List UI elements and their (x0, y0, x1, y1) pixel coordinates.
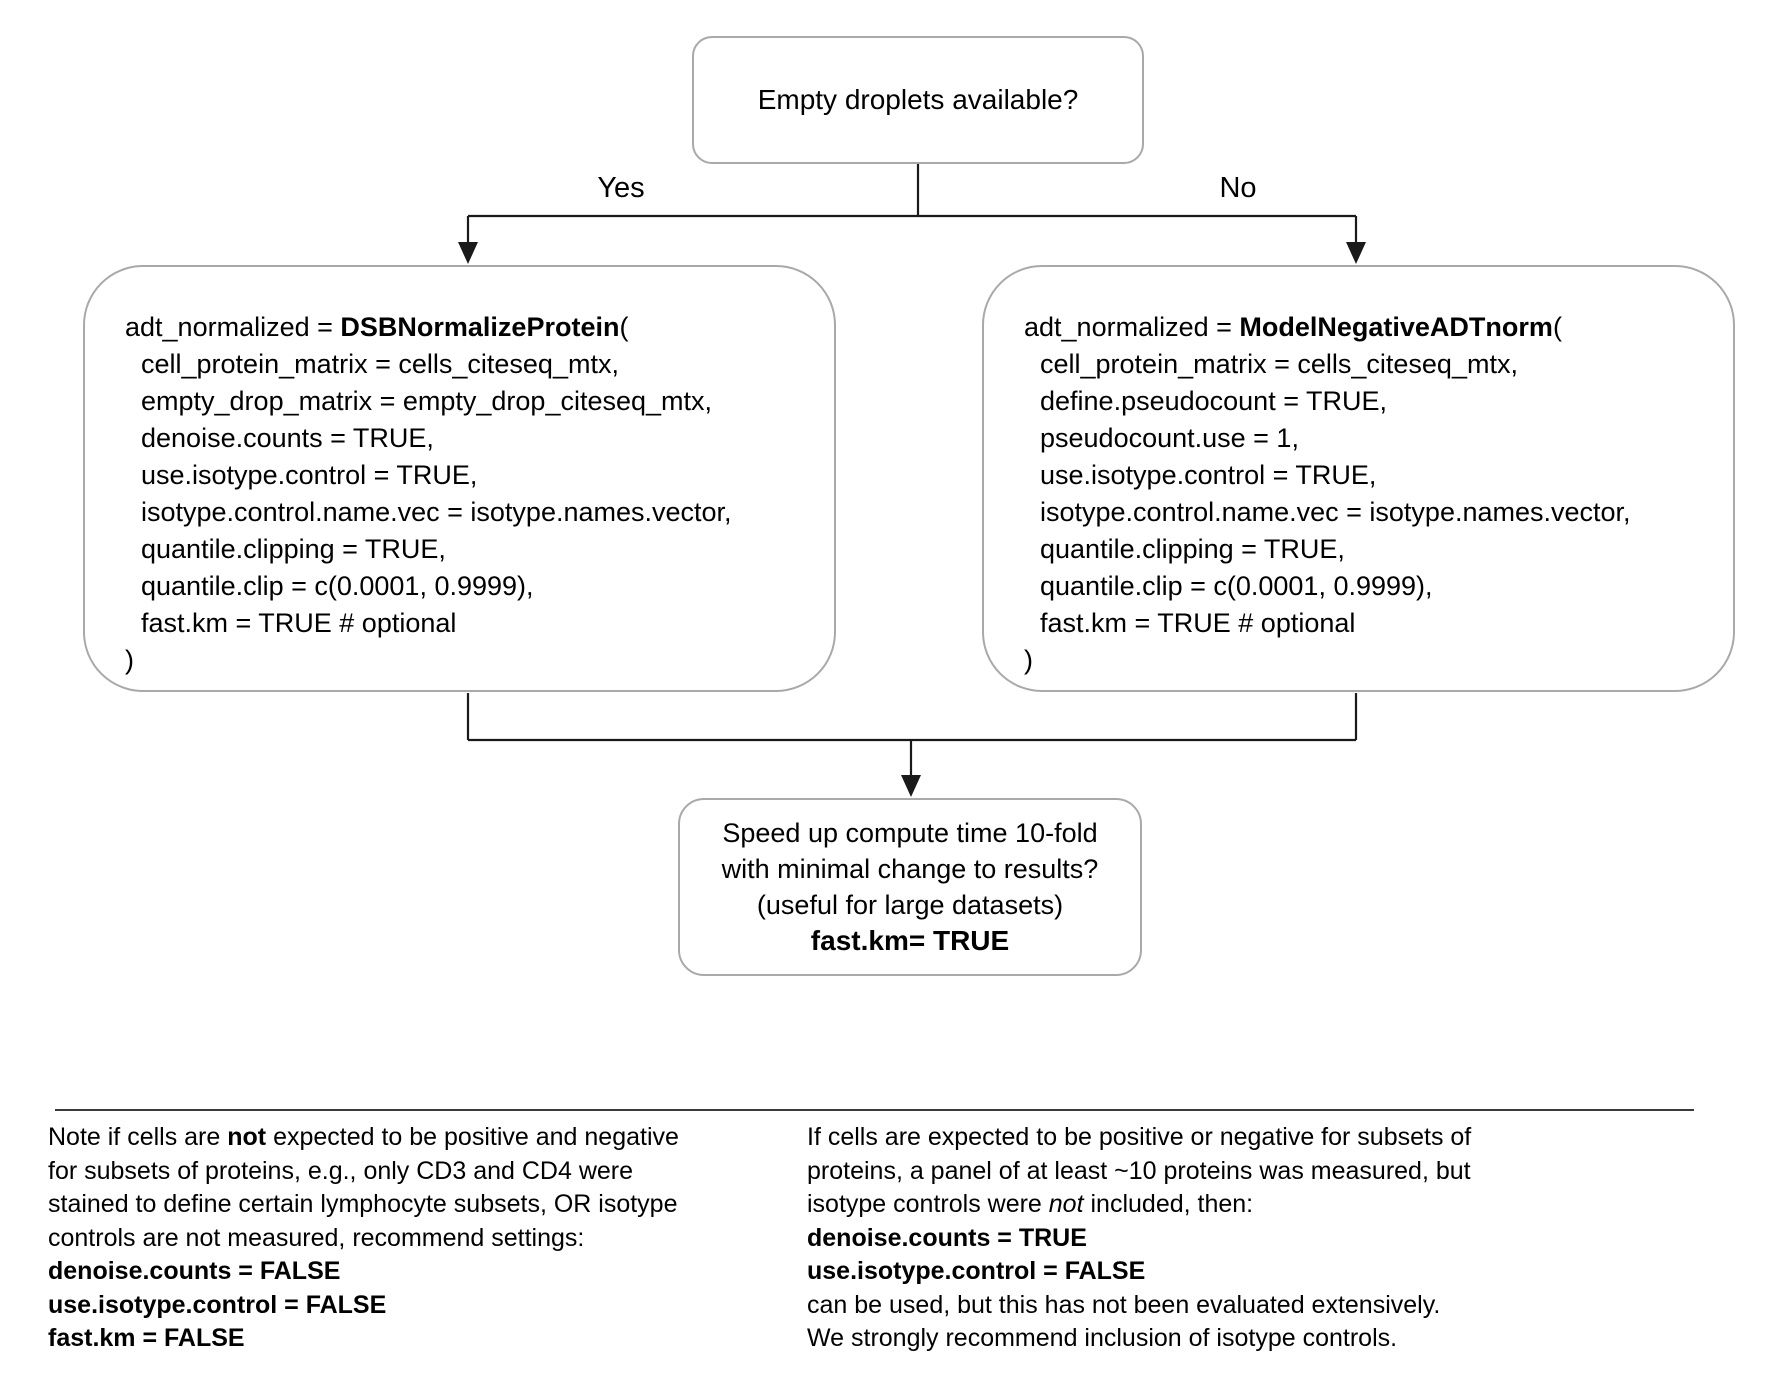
code-param-line: quantile.clip = c(0.0001, 0.9999), (141, 571, 534, 601)
info-box-fast-km: Speed up compute time 10-fold with minim… (678, 798, 1142, 976)
fast-km-text-line: (useful for large datasets) (756, 890, 1064, 920)
note-line: isotype controls were not included, then… (807, 1190, 1254, 1218)
note-line: for subsets of proteins, e.g., only CD3 … (48, 1156, 634, 1185)
code-param-line: pseudocount.use = 1, (1040, 423, 1299, 453)
recommended-setting-line: use.isotype.control = FALSE (48, 1290, 387, 1319)
branch-label-yes: Yes (597, 172, 645, 204)
no-arrowhead-icon (1346, 242, 1366, 264)
footnote-left-column: Note if cells are not expected to be pos… (48, 1121, 738, 1356)
footnote-divider-line (55, 1109, 1694, 1111)
note-line: proteins, a panel of at least ~10 protei… (807, 1156, 1471, 1185)
note-line: stained to define certain lymphocyte sub… (48, 1190, 678, 1218)
code-param-line: isotype.control.name.vec = isotype.names… (141, 497, 732, 527)
recommended-setting-line: denoise.counts = TRUE (807, 1223, 1087, 1252)
code-param-line: define.pseudocount = TRUE, (1040, 386, 1387, 416)
note-line: can be used, but this has not been evalu… (807, 1290, 1441, 1319)
recommended-setting-line: use.isotype.control = FALSE (807, 1257, 1146, 1285)
note-line: We strongly recommend inclusion of isoty… (807, 1324, 1398, 1352)
merge-arrowhead-icon (901, 775, 921, 797)
fast-km-text-line: with minimal change to results? (721, 854, 1099, 884)
code-param-line: use.isotype.control = TRUE, (141, 460, 478, 490)
recommended-setting-line: fast.km = FALSE (48, 1324, 245, 1352)
note-line: Note if cells are not expected to be pos… (48, 1123, 679, 1151)
code-param-line: fast.km = TRUE # optional (141, 608, 457, 638)
code-param-line: fast.km = TRUE # optional (1040, 608, 1356, 638)
code-param-line: quantile.clipping = TRUE, (1040, 534, 1345, 564)
note-line: If cells are expected to be positive or … (807, 1123, 1472, 1151)
footnote-right-column: If cells are expected to be positive or … (807, 1121, 1527, 1356)
code-param-line: quantile.clip = c(0.0001, 0.9999), (1040, 571, 1433, 601)
code-close-paren: ) (125, 645, 134, 675)
recommended-setting-line: denoise.counts = FALSE (48, 1257, 341, 1285)
yes-arrowhead-icon (458, 242, 478, 264)
code-header-line: adt_normalized = ModelNegativeADTnorm( (1024, 312, 1562, 342)
code-param-line: cell_protein_matrix = cells_citeseq_mtx, (1040, 349, 1518, 379)
code-param-line: use.isotype.control = TRUE, (1040, 460, 1377, 490)
code-param-line: quantile.clipping = TRUE, (141, 534, 446, 564)
code-header-line: adt_normalized = DSBNormalizeProtein( (125, 312, 629, 342)
fast-km-text-line: Speed up compute time 10-fold (722, 818, 1098, 848)
branch-label-no: No (1219, 172, 1257, 204)
code-box-dsb-normalize-protein: adt_normalized = DSBNormalizeProtein( ce… (83, 265, 836, 692)
code-box-model-negative-adtnorm: adt_normalized = ModelNegativeADTnorm( c… (982, 265, 1735, 692)
note-line: controls are not measured, recommend set… (48, 1223, 585, 1252)
code-param-line: cell_protein_matrix = cells_citeseq_mtx, (141, 349, 619, 379)
decision-question-text: Empty droplets available? (757, 84, 1079, 115)
code-param-line: denoise.counts = TRUE, (141, 423, 434, 453)
code-param-line: isotype.control.name.vec = isotype.names… (1040, 497, 1631, 527)
code-close-paren: ) (1024, 645, 1033, 675)
fast-km-setting-line: fast.km= TRUE (810, 925, 1010, 956)
decision-box-empty-droplets: Empty droplets available? (692, 36, 1144, 164)
code-param-line: empty_drop_matrix = empty_drop_citeseq_m… (141, 386, 713, 416)
